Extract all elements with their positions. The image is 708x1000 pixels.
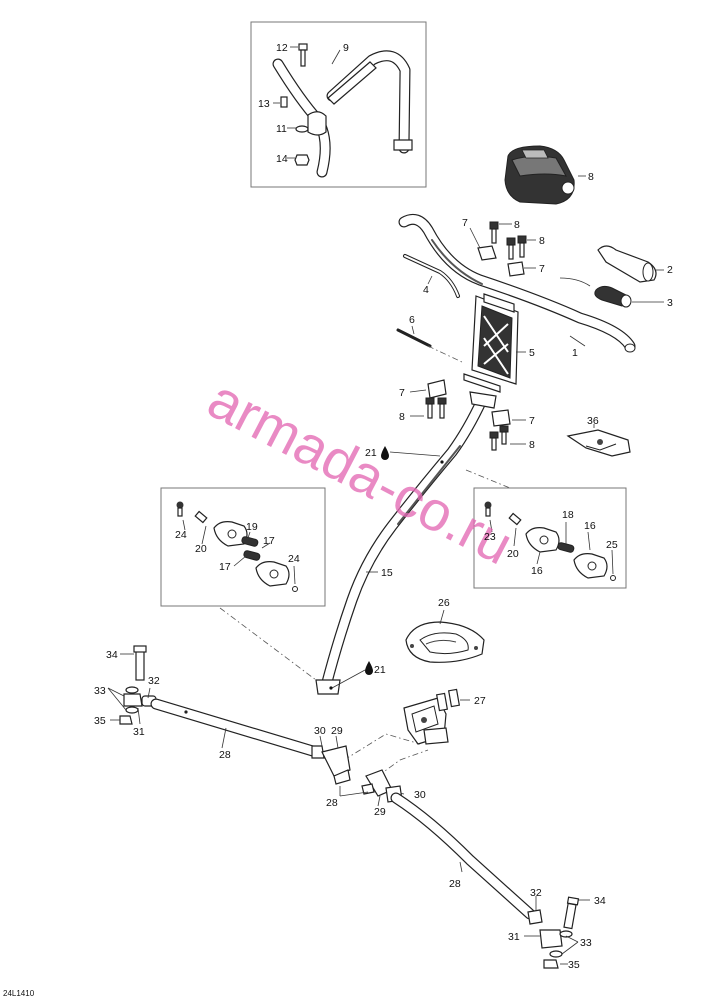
callout-34: 34 <box>594 895 606 907</box>
bracket-part-26 <box>403 688 470 745</box>
callout-1: 1 <box>572 347 578 359</box>
callout-32: 32 <box>530 887 542 899</box>
callout-30: 30 <box>414 789 426 801</box>
callout-7: 7 <box>399 387 405 399</box>
callout-35: 35 <box>94 715 106 727</box>
rod-part-4 <box>403 254 460 298</box>
tie-rod-left <box>107 645 325 759</box>
detail-box-handlebar-clamp <box>250 21 427 188</box>
steering-link-center <box>319 735 405 807</box>
callout-7: 7 <box>529 415 535 427</box>
callout-19: 19 <box>246 521 258 533</box>
callout-8: 8 <box>539 235 545 247</box>
callout-4: 4 <box>423 284 429 296</box>
boot-part-25 <box>405 609 485 663</box>
callout-35: 35 <box>568 959 580 971</box>
riser-plate-part-5 <box>463 293 526 393</box>
detail-box-left-bushing <box>160 487 326 607</box>
callout-9: 8 <box>588 171 594 183</box>
callout-18: 18 <box>562 509 574 521</box>
callout-24: 24 <box>288 553 300 565</box>
callout-13: 13 <box>258 98 270 110</box>
callout-36: 36 <box>587 415 599 427</box>
detail-box-right-bushing <box>473 487 627 589</box>
callout-2: 2 <box>667 264 673 276</box>
tie-rod-right <box>385 785 590 969</box>
callout-25: 26 <box>438 597 450 609</box>
callout-20: 20 <box>195 543 207 555</box>
callout-10: 9 <box>343 42 349 54</box>
callout-31: 31 <box>133 726 145 738</box>
callout-3: 3 <box>667 297 673 309</box>
callout-21: 21 <box>365 447 377 459</box>
callout-11: 11 <box>276 123 287 135</box>
pin-part-6 <box>396 325 432 348</box>
callout-12: 12 <box>276 42 288 54</box>
callout-labels: 12 9 13 11 14 8 7 8 8 7 2 4 3 6 5 1 7 8 … <box>94 42 673 971</box>
steering-column-part-15 <box>315 391 497 695</box>
callout-29: 29 <box>331 725 343 737</box>
callout-15: 15 <box>381 567 393 579</box>
callout-8: 8 <box>529 439 535 451</box>
grease-icon <box>365 661 373 675</box>
callout-17: 17 <box>219 561 231 573</box>
callout-31: 31 <box>508 931 520 943</box>
callout-24: 25 <box>606 539 618 551</box>
clamp-bolts-upper <box>469 221 536 277</box>
callout-33: 33 <box>94 685 106 697</box>
callout-26: 27 <box>474 695 486 707</box>
grease-icon <box>381 446 389 460</box>
callout-22: 23 <box>484 531 496 543</box>
callout-6: 6 <box>409 314 415 326</box>
cover-part-9 <box>504 145 586 205</box>
dash-leader <box>427 345 463 363</box>
grip-part-3 <box>559 277 664 308</box>
callout-7: 7 <box>539 263 545 275</box>
grip-part-2 <box>597 245 664 283</box>
callout-20: 20 <box>507 548 519 560</box>
callout-7: 7 <box>462 217 468 229</box>
dash-leader <box>219 607 317 681</box>
dash-leader <box>343 733 421 761</box>
plate-part-36 <box>566 424 631 457</box>
callout-14: 14 <box>276 153 288 165</box>
callout-30: 30 <box>314 725 326 737</box>
callout-8: 8 <box>399 411 405 423</box>
clamp-bolts-lower <box>409 379 526 451</box>
callout-16: 16 <box>584 520 596 532</box>
callout-16: 16 <box>531 565 543 577</box>
callout-32: 32 <box>148 675 160 687</box>
handlebar-part-1 <box>398 213 636 353</box>
callout-23: 24 <box>175 529 187 541</box>
callout-34: 34 <box>106 649 118 661</box>
callout-17: 17 <box>263 535 275 547</box>
callout-21: 21 <box>374 664 386 676</box>
callout-28: 28 <box>219 749 231 761</box>
dash-leader <box>377 749 429 777</box>
callout-33: 33 <box>580 937 592 949</box>
callout-5: 5 <box>529 347 535 359</box>
callout-28: 28 <box>449 878 461 890</box>
callout-27: 28 <box>326 797 338 809</box>
callout-8: 8 <box>514 219 520 231</box>
drawing-code: 24L1410 <box>3 989 35 998</box>
callout-29: 29 <box>374 806 386 818</box>
dash-leader <box>465 469 511 489</box>
